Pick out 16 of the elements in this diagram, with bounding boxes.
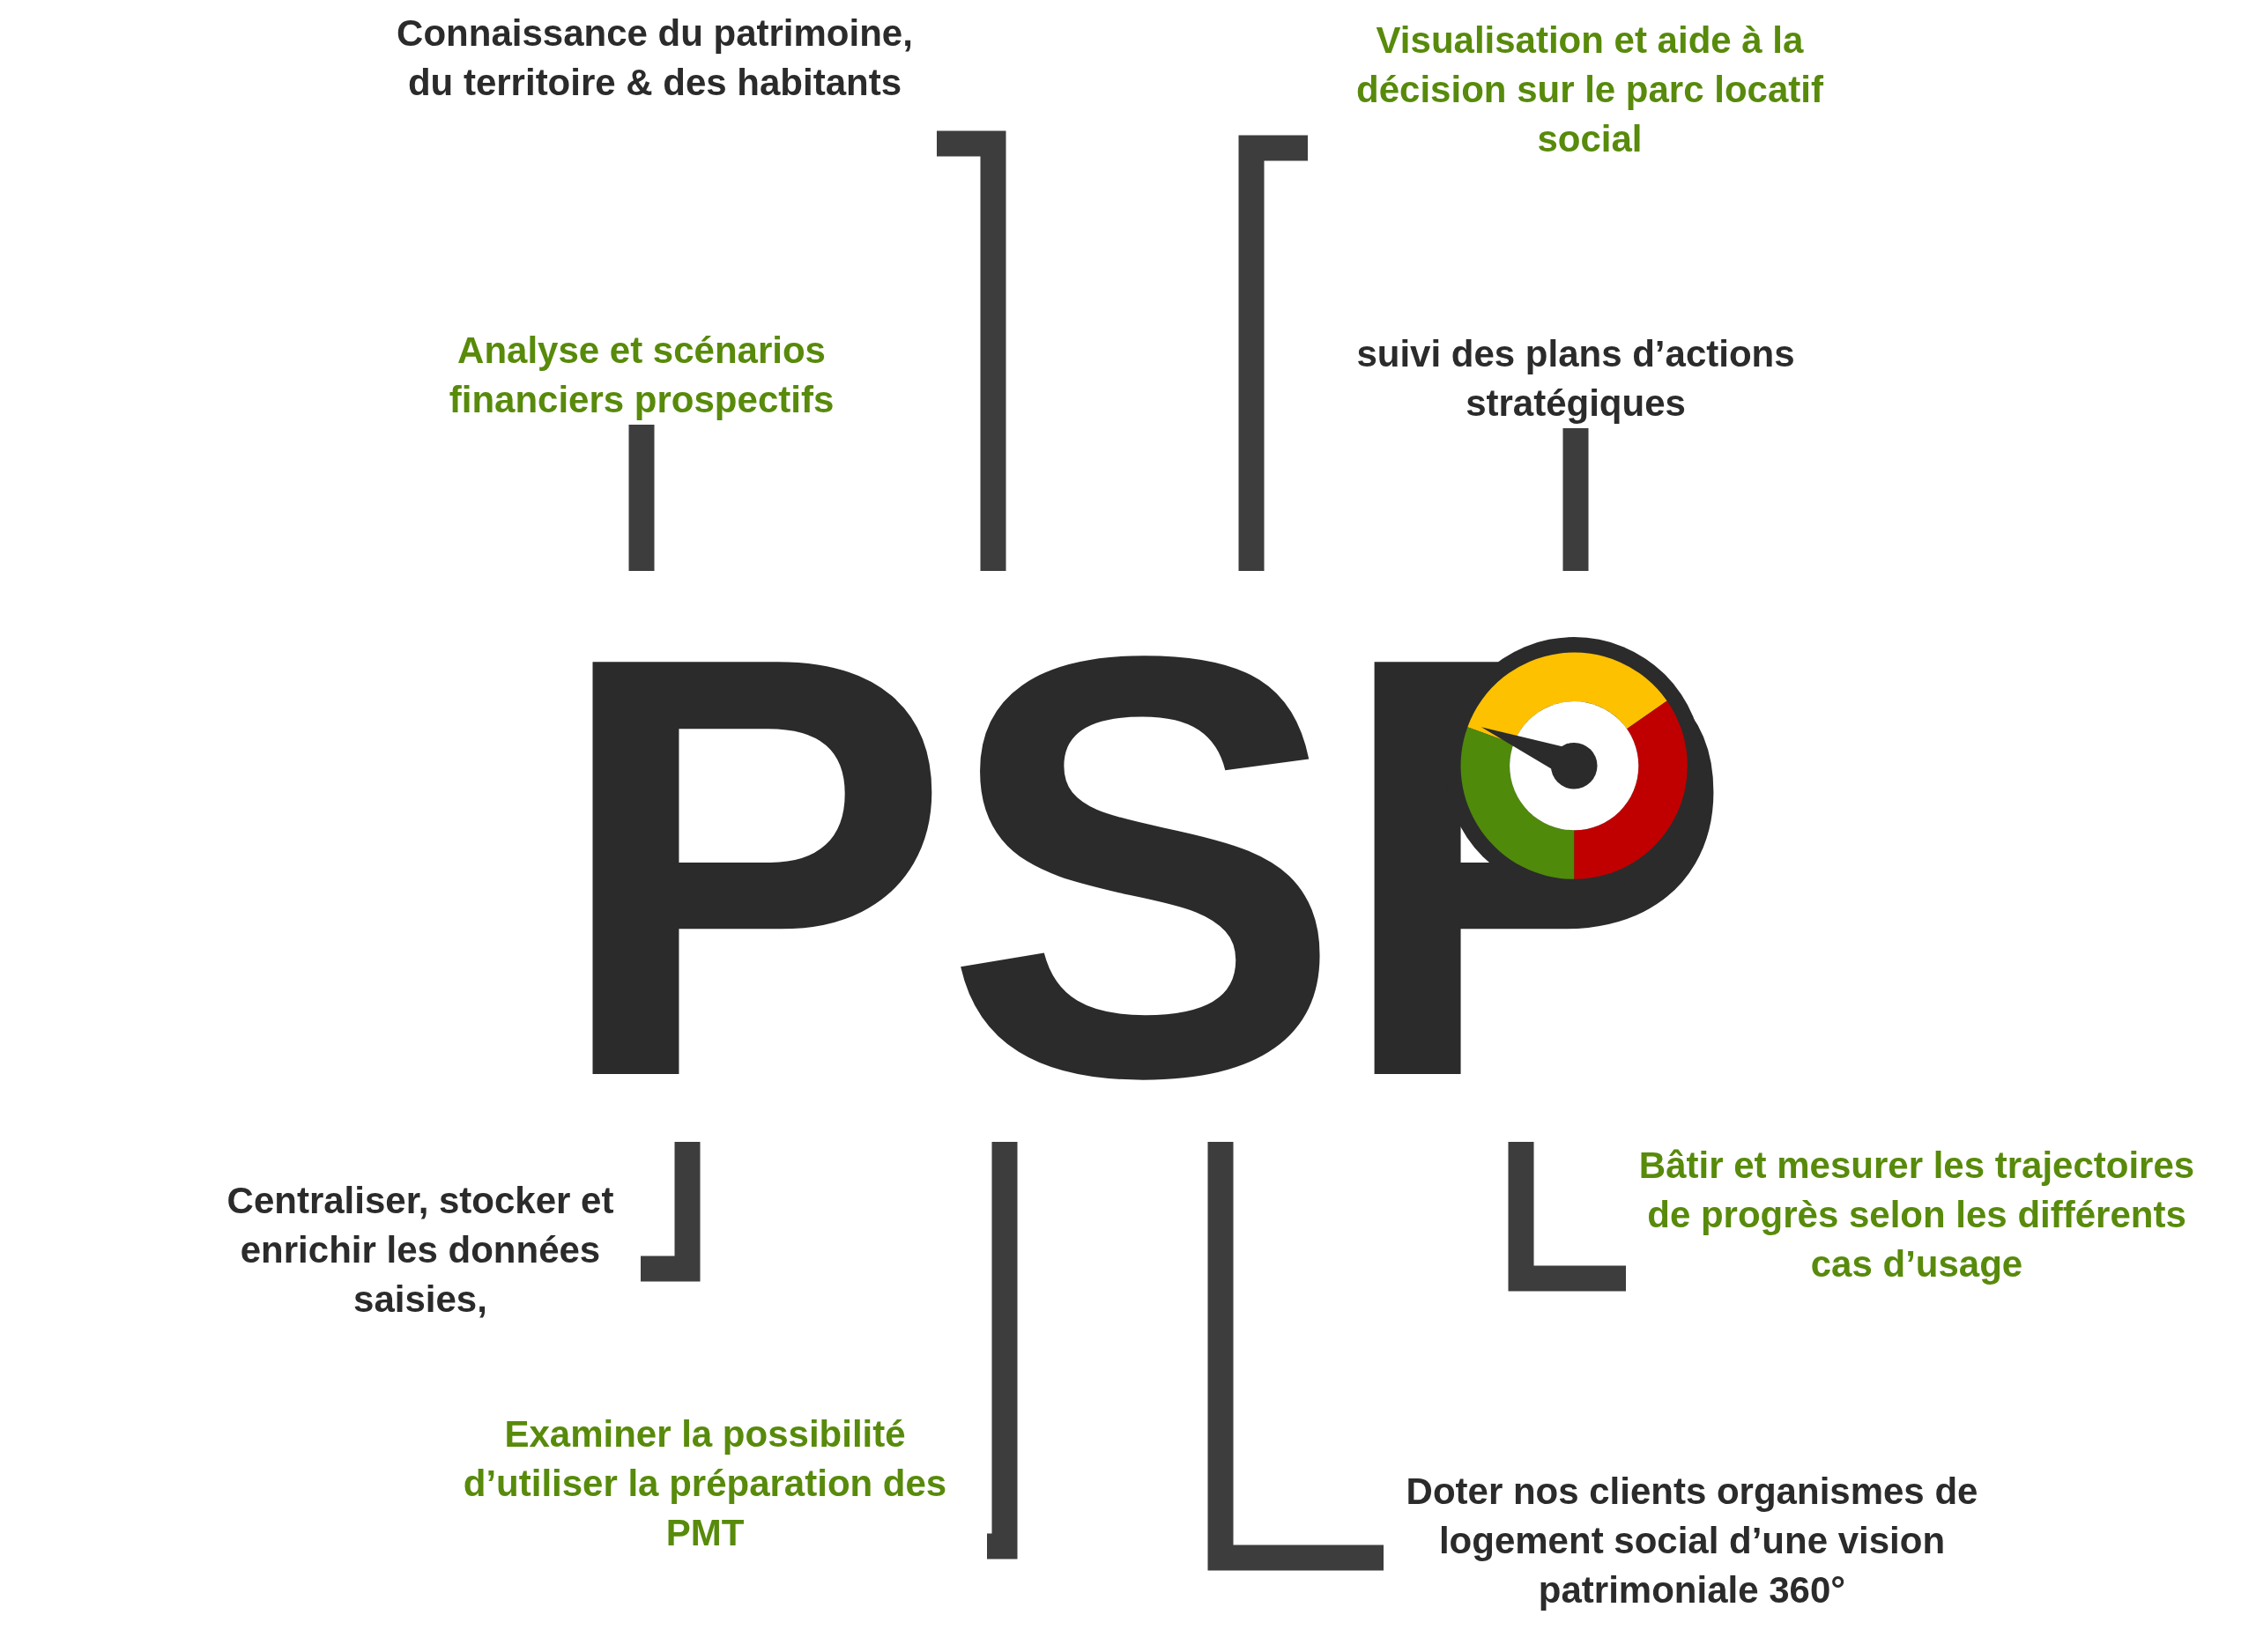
- callout-text: Connaissance du patrimoine, du territoire & des habitants: [396, 11, 914, 105]
- leader-line: [937, 130, 1006, 571]
- callout-text: Bâtir et mesurer les trajectoires de progrès selon les différents cas d’usage: [1637, 1144, 2196, 1286]
- leader-line: [641, 1142, 701, 1282]
- callout-text: Visualisation et aide à la décision sur le parc locatif social: [1355, 19, 1824, 161]
- leader-line: [1562, 428, 1589, 571]
- leader-line: [987, 1142, 1018, 1559]
- callout-text: suivi des plans d’actions stratégiques: [1355, 332, 1796, 426]
- leader-line: [1508, 1142, 1626, 1292]
- leader-line: [628, 425, 655, 571]
- leader-line: [1238, 135, 1308, 571]
- callout-text: Examiner la possibilité d’utiliser la préparation des PMT: [462, 1412, 948, 1555]
- callout-text: Analyse et scénarios financiers prospectifs: [448, 329, 835, 422]
- leader-line: [1207, 1142, 1384, 1571]
- callout-text: Centraliser, stocker et enrichir les données saisies,: [226, 1179, 615, 1322]
- callout-text: Doter nos clients organismes de logement social d’une vision patrimoniale 360°: [1405, 1470, 1979, 1612]
